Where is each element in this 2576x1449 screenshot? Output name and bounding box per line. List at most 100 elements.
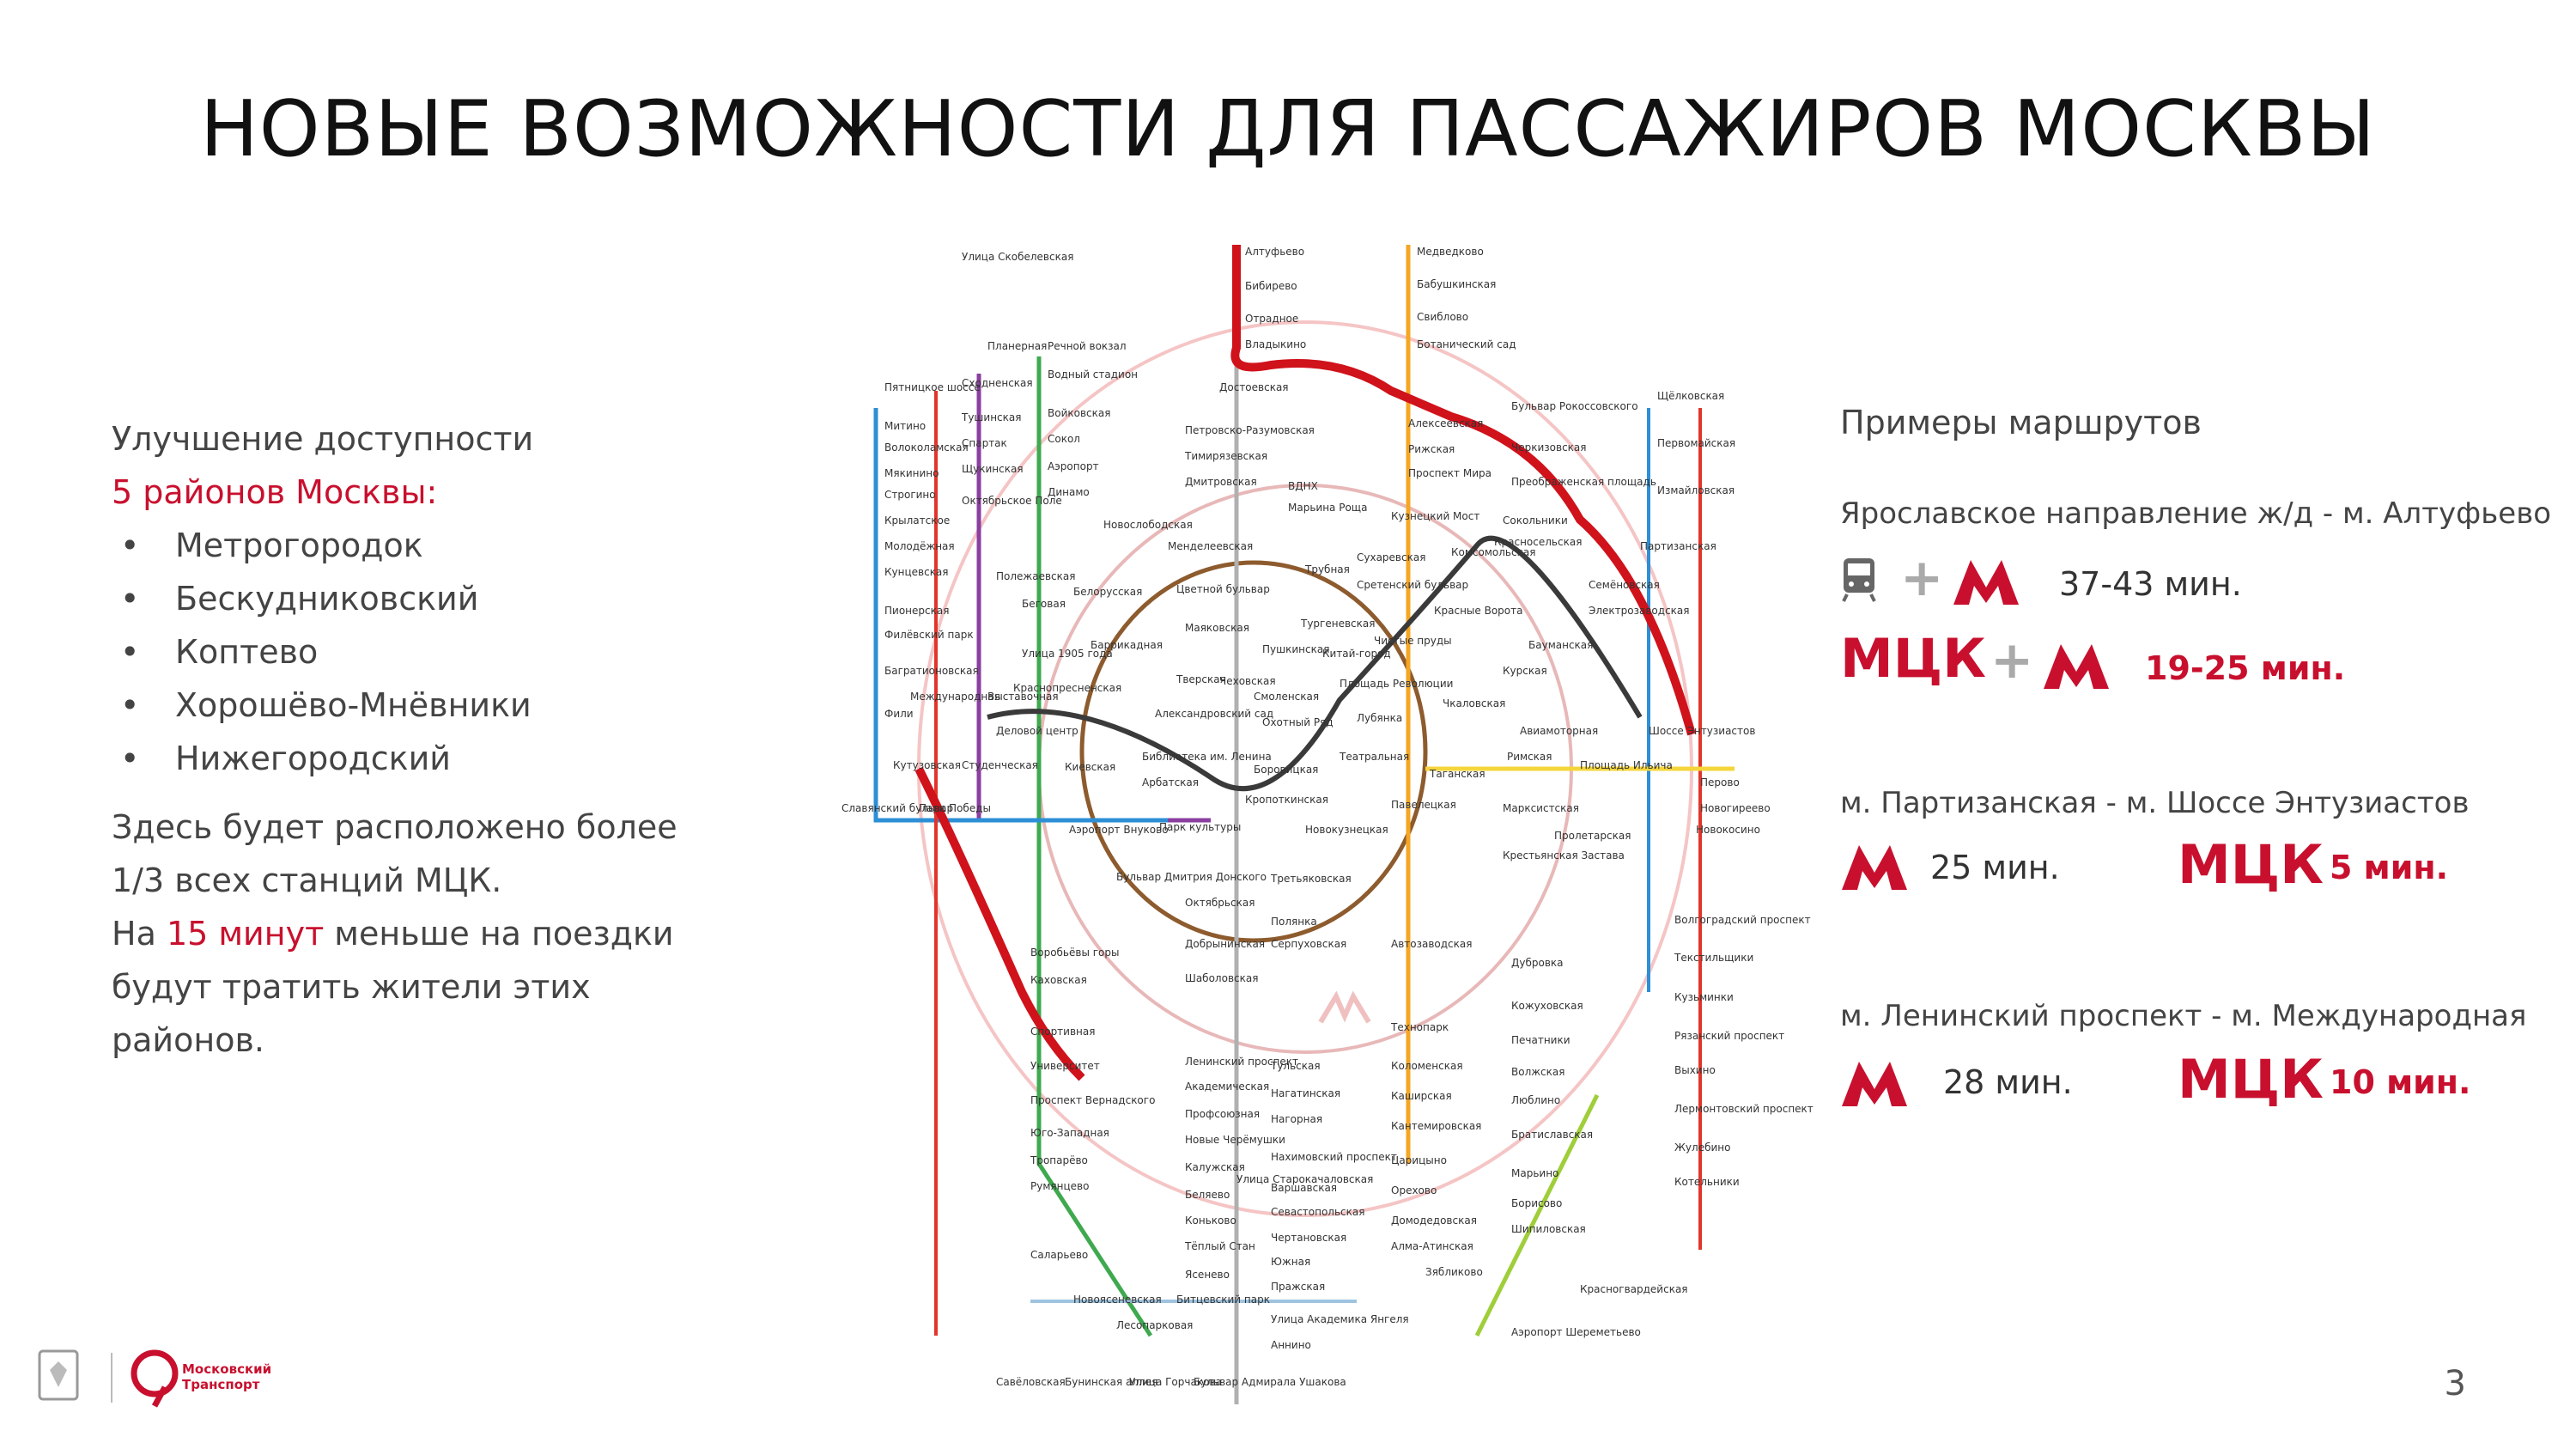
station-label: Красные Ворота <box>1434 605 1522 617</box>
station-label: Лермонтовский проспект <box>1674 1103 1814 1115</box>
station-label: Цветной бульвар <box>1176 583 1270 595</box>
station-label: Чкаловская <box>1443 697 1505 709</box>
station-label: Саларьево <box>1030 1249 1088 1261</box>
moscow-emblem-icon <box>38 1349 79 1401</box>
station-label: Чистые пруды <box>1374 635 1452 647</box>
station-label: Курская <box>1503 665 1547 677</box>
station-label: Кантемировская <box>1391 1120 1481 1132</box>
station-label: Спортивная <box>1030 1026 1095 1038</box>
station-label: Пионерская <box>884 605 949 617</box>
district-item: Хорошёво-Мнёвники <box>112 679 713 732</box>
station-label: Александровский сад <box>1155 708 1273 720</box>
station-label: Академическая <box>1185 1081 1269 1093</box>
station-label: Ботанический сад <box>1417 338 1516 350</box>
station-label: Багратионовская <box>884 665 979 677</box>
route-3-metro-time: 28 мин. <box>1943 1063 2073 1101</box>
station-label: Кожуховская <box>1511 1000 1583 1012</box>
metro-map: Алтуфьево Бибирево Отрадное Владыкино Ме… <box>824 219 1820 1422</box>
station-label: Арбатская <box>1142 776 1199 788</box>
station-label: Котельники <box>1674 1176 1740 1188</box>
metro-icon <box>2044 644 2109 689</box>
station-label: Беляево <box>1185 1189 1230 1201</box>
station-label: Лесопарковая <box>1116 1319 1193 1331</box>
station-label: Бульвар Рокоссовского <box>1511 400 1638 412</box>
district-list: Метрогородок Бескудниковский Коптево Хор… <box>112 519 713 785</box>
route-3-mck: МЦК <box>2178 1048 2324 1111</box>
district-item: Метрогородок <box>112 519 713 572</box>
page-number: 3 <box>2444 1364 2466 1403</box>
station-label: Охотный Ряд <box>1262 716 1334 728</box>
time-saving-pre: На <box>112 915 167 953</box>
station-label: Коньково <box>1185 1215 1236 1227</box>
station-label: Коломенская <box>1391 1060 1463 1072</box>
station-label: Пражская <box>1271 1281 1325 1293</box>
station-label: Волоколамская <box>884 441 969 454</box>
station-label: Перово <box>1700 776 1740 788</box>
station-label: Белорусская <box>1073 586 1142 598</box>
time-saving-post: меньше на поездки будут тратить жители э… <box>112 915 674 1059</box>
metro-icon <box>1953 560 2019 605</box>
station-label: Калужская <box>1185 1161 1245 1173</box>
station-label: Митино <box>884 420 926 432</box>
station-label: Орехово <box>1391 1184 1437 1196</box>
station-label: Румянцево <box>1030 1180 1089 1192</box>
plus-icon: + <box>1900 548 1944 608</box>
highlight-route-north <box>1230 245 1696 736</box>
station-label: Библиотека им. Ленина <box>1142 751 1272 763</box>
station-label: Волжская <box>1511 1066 1564 1078</box>
station-label: Свиблово <box>1417 311 1468 323</box>
station-label: Марьина Роща <box>1288 502 1367 514</box>
station-label: Университет <box>1030 1060 1100 1072</box>
blue-line <box>873 408 1168 823</box>
station-label: Новослободская <box>1103 519 1193 531</box>
station-label: Улица Горчакова <box>1129 1376 1222 1388</box>
station-label: Юго-Западная <box>1030 1127 1109 1139</box>
station-label: Люблино <box>1511 1094 1560 1106</box>
emblem-figure <box>50 1361 67 1387</box>
station-label: Менделеевская <box>1168 540 1253 552</box>
station-label: Спартак <box>962 437 1007 449</box>
station-label: Китай-город <box>1322 648 1391 660</box>
lightgreen-line <box>1474 1093 1600 1337</box>
station-label: Бульвар Дмитрия Донского <box>1116 871 1267 883</box>
station-label: Жулебино <box>1674 1142 1730 1154</box>
station-label: Нагатинская <box>1271 1087 1340 1099</box>
station-label: Рижская <box>1408 443 1455 455</box>
station-label: Алма-Атинская <box>1391 1240 1473 1252</box>
station-label: Новогиреево <box>1700 802 1771 814</box>
station-label: Аэропорт Внуково <box>1069 824 1169 836</box>
route-2-mck-time: 5 мин. <box>2330 849 2449 886</box>
station-label: Полянка <box>1271 916 1317 928</box>
station-label: Новоясеневская <box>1073 1294 1162 1306</box>
station-label: Марьино <box>1511 1167 1558 1179</box>
station-label: Сретенский бульвар <box>1357 579 1468 591</box>
station-label: Авиамоторная <box>1520 725 1598 737</box>
station-label: Водный стадион <box>1048 368 1138 381</box>
station-label: Крестьянская Застава <box>1503 849 1625 861</box>
station-label: Речной вокзал <box>1048 340 1127 352</box>
station-label: Таганская <box>1429 768 1485 780</box>
station-label: Щёлковская <box>1657 390 1724 402</box>
time-saving-text: На 15 минут меньше на поездки будут трат… <box>112 907 678 1067</box>
station-label: Парк Победы <box>919 802 991 814</box>
station-label: Улица Академика Янгеля <box>1271 1313 1409 1325</box>
station-label: Борисово <box>1511 1197 1562 1209</box>
metro-map-svg: Алтуфьево Бибирево Отрадное Владыкино Ме… <box>841 245 1814 1404</box>
route-3-label: м. Ленинский проспект - м. Международная <box>1840 999 2527 1033</box>
station-label: Тропарёво <box>1030 1154 1088 1166</box>
station-label: Парк культуры <box>1159 821 1241 833</box>
station-label: Преображенская площадь <box>1511 476 1656 488</box>
station-label: Измайловская <box>1657 484 1735 496</box>
station-label: Домодедовская <box>1391 1215 1477 1227</box>
station-label: Бибирево <box>1245 280 1297 292</box>
station-label: Каширская <box>1391 1090 1452 1102</box>
station-label: Аннино <box>1271 1339 1311 1351</box>
station-label: Севастопольская <box>1271 1206 1364 1218</box>
station-label: Тверская <box>1176 673 1226 685</box>
station-label: Динамо <box>1048 486 1090 498</box>
station-label: Дмитровская <box>1185 476 1257 488</box>
route-2-metro-time: 25 мин. <box>1930 849 2060 886</box>
station-label: Ясенево <box>1185 1269 1230 1281</box>
station-label: Крылатское <box>884 514 950 527</box>
station-label: Автозаводская <box>1391 938 1472 950</box>
